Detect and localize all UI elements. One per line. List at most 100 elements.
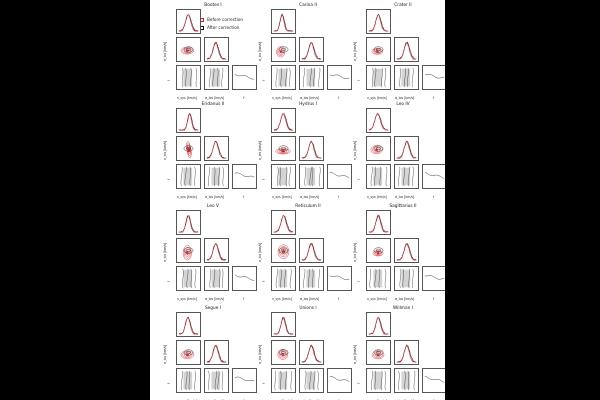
after-contour-band — [309, 67, 312, 88]
before-contour — [183, 352, 191, 357]
after-contour-band — [194, 166, 196, 187]
sigma-x-label: σ_los [km/s] — [395, 96, 415, 100]
sigma-histogram-panel — [204, 340, 229, 365]
sigma-y-label: σ_los [km/s] — [353, 242, 357, 262]
before-histogram — [396, 140, 417, 159]
sigma-y-label: σ_los [km/s] — [163, 41, 167, 61]
f-histogram-panel — [327, 164, 352, 189]
after-contour-band — [275, 268, 278, 289]
sigma-f-contour-panel-svg — [209, 67, 224, 88]
before-histogram — [206, 41, 227, 60]
after-contour — [373, 247, 384, 254]
sigma-histogram-panel-svg — [206, 140, 227, 159]
vsys-f-contour-panel — [271, 266, 296, 291]
before-contour — [182, 351, 193, 358]
after-contour-band — [384, 268, 387, 289]
after-contour — [278, 145, 289, 152]
sigma-histogram-panel-svg — [206, 344, 227, 363]
after-contour — [185, 248, 192, 253]
after-density-band — [211, 371, 221, 390]
vsys-histogram-panel — [366, 210, 391, 235]
f-x-label: f — [433, 96, 435, 100]
sigma-f-contour-panel-svg — [209, 268, 224, 289]
after-histogram — [273, 316, 294, 335]
after-contour — [278, 247, 289, 254]
after-contour-band — [209, 268, 212, 289]
before-histogram — [178, 113, 199, 131]
after-density-band — [401, 269, 411, 288]
sigma-f-contour-panel — [394, 368, 419, 393]
vsys-f-contour-panel — [271, 65, 296, 90]
after-contour-band — [402, 268, 404, 289]
after-histogram — [301, 243, 322, 261]
vsys-x-label: v_sys [km/s] — [367, 195, 387, 199]
before-histogram — [301, 243, 322, 261]
corner-title: Bootes I — [204, 3, 222, 8]
f-y-label: f — [357, 179, 361, 181]
corner-plot: Unions Iσ_los [km/s]fv_sys [km/s]σ_los [… — [255, 306, 352, 400]
sigma-histogram-panel — [299, 136, 324, 161]
after-contour-band — [180, 370, 183, 391]
after-contour-band — [280, 370, 282, 391]
vsys-sigma-contour-panel — [271, 238, 296, 263]
corner-title: Carina II — [299, 3, 317, 8]
before-contour — [277, 244, 290, 259]
after-contour — [278, 349, 289, 356]
vsys-f-contour-panel — [176, 368, 201, 393]
vsys-f-contour-panel-svg — [370, 166, 388, 187]
vsys-f-contour-panel — [366, 65, 391, 90]
sigma-f-contour-panel-svg — [399, 268, 414, 289]
before-contour — [180, 350, 194, 359]
sigma-y-label: σ_los [km/s] — [163, 140, 167, 160]
after-contour-band — [407, 370, 410, 391]
f-y-label: f — [262, 281, 266, 283]
after-histogram — [206, 41, 227, 60]
after-density-band — [278, 68, 288, 87]
after-contour-band — [313, 67, 315, 88]
f-histogram-panel — [422, 266, 445, 291]
f-histogram-panel — [327, 368, 352, 393]
after-density-band — [373, 269, 383, 288]
f-y-label: f — [167, 281, 171, 283]
f-histogram — [424, 375, 445, 383]
sigma-f-contour-panel — [299, 65, 324, 90]
after-contour-band — [180, 166, 183, 187]
vsys-histogram-panel — [366, 9, 391, 34]
vsys-sigma-contour-panel-svg — [275, 145, 291, 155]
vsys-histogram-panel-svg — [273, 113, 294, 131]
sigma-f-contour-panel — [394, 65, 419, 90]
vsys-sigma-contour-panel-svg — [183, 141, 194, 159]
after-contour-band — [378, 268, 381, 289]
corner-title: Eridanus II — [201, 102, 225, 107]
after-contour-band — [280, 67, 282, 88]
vsys-sigma-contour-panel-svg — [371, 46, 384, 55]
after-contour-band — [217, 370, 220, 391]
before-contour — [277, 349, 289, 360]
sigma-x-label: σ_los [km/s] — [300, 297, 320, 301]
after-contour-band — [413, 370, 416, 391]
after-contour-band — [277, 166, 279, 187]
vsys-f-contour-panel — [366, 266, 391, 291]
before-histogram — [368, 14, 389, 32]
after-contour-band — [407, 67, 409, 88]
after-contour-band — [398, 166, 401, 187]
after-contour-band — [309, 166, 312, 187]
sigma-histogram-panel — [394, 238, 419, 263]
after-contour-band — [398, 370, 400, 391]
after-contour-band — [313, 370, 316, 391]
vsys-sigma-contour-panel — [366, 136, 391, 161]
after-contour-band — [370, 166, 373, 187]
after-contour-band — [290, 370, 292, 391]
after-density-band — [306, 371, 316, 390]
legend-before-label: Before correction — [207, 17, 244, 22]
vsys-sigma-contour-panel — [176, 136, 201, 161]
before-histogram — [368, 317, 389, 335]
f-y-label: f — [167, 80, 171, 82]
after-histogram — [178, 14, 199, 32]
vsys-f-contour-panel-svg — [274, 370, 292, 391]
vsys-sigma-contour-panel — [176, 37, 201, 62]
vsys-sigma-contour-panel — [271, 340, 296, 365]
after-contour — [185, 350, 192, 355]
f-histogram — [424, 171, 445, 179]
